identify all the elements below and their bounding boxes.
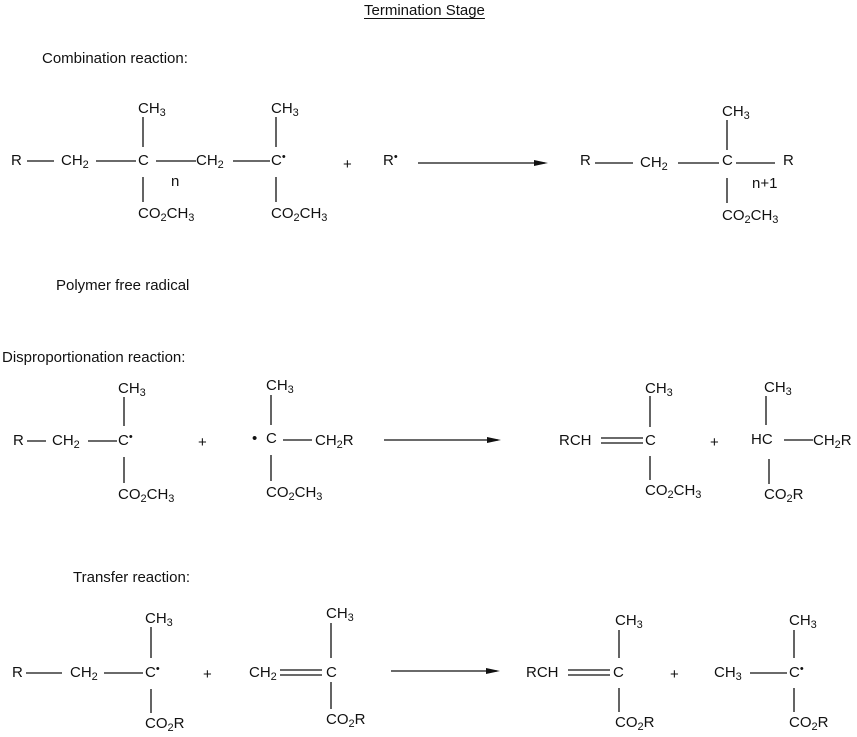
atom-r: R (12, 664, 23, 681)
atom-c: C (613, 664, 624, 681)
arrowhead (534, 160, 548, 166)
atom-co2r: CO2R (789, 714, 829, 733)
atom-ch3: CH3 (138, 100, 166, 119)
page-title: Termination Stage (364, 2, 485, 19)
atom-co2ch3: CO2CH3 (138, 205, 195, 224)
atom-c: C (138, 152, 149, 169)
atom-co2ch3: CO2CH3 (722, 207, 779, 226)
atom-ch3: CH3 (266, 377, 294, 396)
atom-r: R (13, 432, 24, 449)
atom-ch2: CH2 (196, 152, 224, 171)
atom-c: C (326, 664, 337, 681)
atom-co2ch3: CO2CH3 (271, 205, 328, 224)
atom-c-radical: C• (145, 663, 160, 681)
atom-co2ch3: CO2CH3 (266, 484, 323, 503)
atom-co2ch3: CO2CH3 (118, 486, 175, 505)
arrowhead (487, 437, 501, 443)
atom-rch: RCH (559, 432, 592, 449)
atom-ch3: CH3 (722, 103, 750, 122)
plus-sign: + (710, 434, 719, 451)
atom-c-radical: C• (118, 431, 133, 449)
atom-rch: RCH (526, 664, 559, 681)
atom-ch2: CH2 (249, 664, 277, 683)
atom-ch3: CH3 (145, 610, 173, 629)
atom-ch2r: CH2R (315, 432, 354, 451)
repeat-n-plus-1: n+1 (752, 175, 778, 192)
atom-co2r: CO2R (615, 714, 655, 733)
atom-ch2: CH2 (70, 664, 98, 683)
atom-ch3: CH3 (326, 605, 354, 624)
atom-co2r: CO2R (764, 486, 804, 505)
atom-ch3: CH3 (645, 380, 673, 399)
atom-r: R (11, 152, 22, 169)
arrowhead (486, 668, 500, 674)
plus-sign: + (670, 666, 679, 683)
atom-ch2: CH2 (61, 152, 89, 171)
atom-co2r: CO2R (145, 715, 185, 734)
atom-c-radical: C• (789, 663, 804, 681)
atom-ch2r: CH2R (813, 432, 852, 451)
atom-co2r: CO2R (326, 711, 366, 730)
atom-c: C (266, 430, 277, 447)
radical-dot: • (252, 430, 258, 447)
combination-reaction-label: Combination reaction: (42, 50, 188, 67)
atom-c: C (645, 432, 656, 449)
atom-co2ch3: CO2CH3 (645, 482, 702, 501)
atom-ch3: CH3 (764, 379, 792, 398)
atom-ch3: CH3 (118, 380, 146, 399)
plus-sign: + (343, 156, 352, 173)
atom-ch3: CH3 (271, 100, 299, 119)
disproportionation-reaction-label: Disproportionation reaction: (2, 349, 186, 366)
atom-r: R (580, 152, 591, 169)
transfer-reaction-label: Transfer reaction: (73, 569, 190, 586)
repeat-n: n (171, 173, 180, 190)
atom-r: R (783, 152, 794, 169)
atom-ch2: CH2 (640, 154, 668, 173)
polymer-free-radical-caption: Polymer free radical (56, 277, 190, 294)
atom-ch3: CH3 (789, 612, 817, 631)
atom-c-radical: C• (271, 151, 286, 169)
atom-c: C (722, 152, 733, 169)
plus-sign: + (203, 666, 212, 683)
atom-hc: HC (751, 431, 773, 448)
atom-ch2: CH2 (52, 432, 80, 451)
atom-ch3: CH3 (714, 664, 742, 683)
r-radical: R• (383, 151, 398, 169)
plus-sign: + (198, 434, 207, 451)
atom-ch3: CH3 (615, 612, 643, 631)
